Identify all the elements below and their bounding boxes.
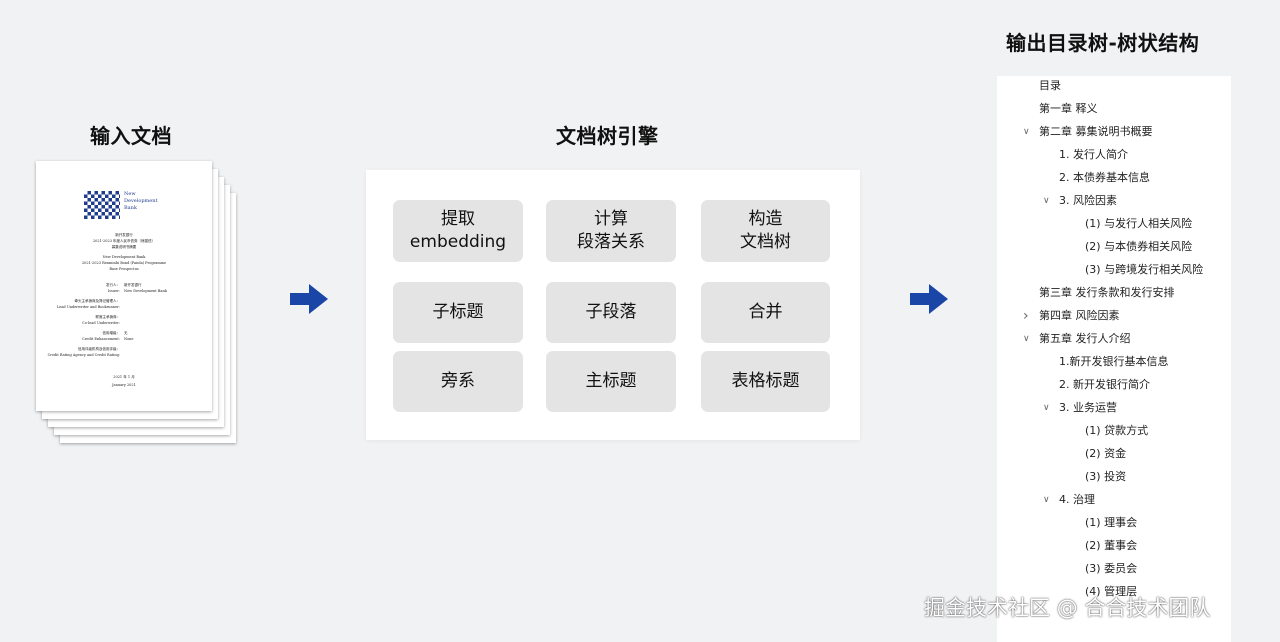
tree-item-label: 第三章 发行条款和发行安排: [1039, 286, 1175, 299]
document-text-line: Lead Underwriter and Bookrunner:: [56, 305, 120, 309]
tree-item[interactable]: 2. 本债券基本信息: [997, 168, 1231, 188]
arrow-right-icon: [290, 284, 328, 314]
document-text-line: January 2021: [112, 383, 136, 387]
tree-item[interactable]: ∨ 3. 业务运营: [997, 398, 1231, 418]
tree-item[interactable]: 2. 新开发银行简介: [997, 375, 1231, 395]
document-text-line: Issuer:: [107, 289, 120, 293]
tree-item[interactable]: ∨ 第五章 发行人介绍: [997, 329, 1231, 349]
step-build-tree: 构造 文档树: [701, 200, 830, 262]
document-text-line: 信用增级：: [102, 331, 121, 335]
step-compute-relation: 计算 段落关系: [546, 200, 676, 262]
step-subheading: 子标题: [393, 282, 523, 343]
tree-item-label: (1) 贷款方式: [1085, 424, 1149, 437]
tree-item-label: 第四章 风险因素: [1039, 309, 1120, 322]
tree-item[interactable]: (1) 与发行人相关风险: [997, 214, 1231, 234]
document-text-line: 募集说明书摘要: [111, 245, 137, 249]
tree-item[interactable]: (2) 与本债券相关风险: [997, 237, 1231, 257]
chevron-down-icon[interactable]: ∨: [1043, 196, 1050, 206]
tree-item-label: (3) 投资: [1085, 470, 1127, 483]
document-text-line: 牵头主承销商及簿记管理人：: [74, 299, 121, 303]
chevron-down-icon[interactable]: ∨: [1043, 495, 1050, 505]
tree-item-label: 4. 治理: [1059, 493, 1095, 506]
tree-item-label: 第二章 募集说明书概要: [1039, 125, 1153, 138]
bank-logo-icon: [84, 191, 120, 219]
tree-item-label: 3. 风险因素: [1059, 194, 1117, 207]
tree-item-label: (2) 资金: [1085, 447, 1127, 460]
document-text-line: New Development Bank: [124, 289, 167, 293]
step-main-heading: 主标题: [546, 351, 676, 412]
tree-item[interactable]: (3) 投资: [997, 467, 1231, 487]
document-text-line: 发行人：: [106, 283, 120, 287]
chevron-down-icon[interactable]: ∨: [1043, 403, 1050, 413]
step-extract-embedding: 提取 embedding: [393, 200, 523, 262]
tree-item[interactable]: (1) 理事会: [997, 513, 1231, 533]
output-tree-heading: 输出目录树-树状结构: [1006, 31, 1200, 55]
tree-item[interactable]: 目录: [997, 76, 1231, 96]
bank-logo-text: New Development Bank: [124, 191, 158, 211]
input-document-heading: 输入文档: [90, 124, 172, 148]
tree-item[interactable]: ∨ 4. 治理: [997, 490, 1231, 510]
tree-item[interactable]: 1.新开发银行基本信息: [997, 352, 1231, 372]
tree-item-label: (3) 与跨境发行相关风险: [1085, 263, 1204, 276]
document-text-line: New Development Bank: [102, 255, 146, 259]
document-text-line: 2021-2023 Renminbi Bond (Panda) Programm…: [81, 261, 167, 265]
tree-item[interactable]: (2) 资金: [997, 444, 1231, 464]
chevron-down-icon[interactable]: ∨: [1023, 334, 1030, 344]
tree-item[interactable]: (1) 贷款方式: [997, 421, 1231, 441]
step-merge: 合并: [701, 282, 830, 343]
tree-item-label: 3. 业务运营: [1059, 401, 1117, 414]
step-subparagraph: 子段落: [546, 282, 676, 343]
document-text-line: Credit Enhancement:: [82, 337, 120, 341]
document-tree-engine-heading: 文档树引擎: [556, 124, 659, 148]
tree-item-label: 2. 新开发银行简介: [1059, 378, 1150, 391]
step-collateral: 旁系: [393, 351, 523, 412]
tree-item-label: (3) 委员会: [1085, 562, 1138, 575]
tree-item[interactable]: ∨ 3. 风险因素: [997, 191, 1231, 211]
tree-item[interactable]: (3) 委员会: [997, 559, 1231, 579]
tree-item[interactable]: ∨ 第二章 募集说明书概要: [997, 122, 1231, 142]
chevron-right-icon[interactable]: ›: [1023, 308, 1029, 324]
document-text-line: Co-lead Underwriter:: [82, 321, 120, 325]
tree-item-label: (2) 与本债券相关风险: [1085, 240, 1193, 253]
document-text-line: 2021 年 1 月: [113, 375, 135, 379]
document-text-line: 联席主承销商：: [95, 315, 121, 319]
document-text-line: 信用评级机构及信用评级：: [78, 347, 120, 351]
tree-item[interactable]: › 第四章 风险因素: [997, 306, 1231, 326]
step-table-title: 表格标题: [701, 351, 830, 412]
document-text-line: 2021-2023 年度人民币债券（熊猫债）: [92, 239, 156, 243]
tree-item[interactable]: 第一章 释义: [997, 99, 1231, 119]
tree-item[interactable]: (3) 与跨境发行相关风险: [997, 260, 1231, 280]
arrow-right-icon: [910, 284, 948, 314]
tree-item-label: 1. 发行人简介: [1059, 148, 1128, 161]
tree-item-label: 第一章 释义: [1039, 102, 1098, 115]
tree-item[interactable]: (2) 董事会: [997, 536, 1231, 556]
tree-item-label: (1) 与发行人相关风险: [1085, 217, 1193, 230]
tree-item[interactable]: 1. 发行人简介: [997, 145, 1231, 165]
tree-item-label: (4) 管理层: [1085, 585, 1138, 598]
tree-item-label: (2) 董事会: [1085, 539, 1138, 552]
tree-item-label: (1) 理事会: [1085, 516, 1138, 529]
chevron-down-icon[interactable]: ∨: [1023, 127, 1030, 137]
toc-tree-panel: 目录第一章 释义 ∨ 第二章 募集说明书概要 1. 发行人简介 2. 本债券基本信息 ∨ 3…: [997, 76, 1231, 642]
document-page: New Development Bank 新开发银行 2021-2023 年度人民…: [36, 161, 212, 411]
document-text-line: 新开发银行: [115, 233, 133, 237]
tree-item-label: 目录: [1039, 79, 1061, 92]
document-text-line: None: [124, 337, 134, 341]
tree-item[interactable]: (4) 管理层: [997, 582, 1231, 602]
tree-item[interactable]: 第三章 发行条款和发行安排: [997, 283, 1231, 303]
document-text-line: Credit Rating Agency and Credit Rating:: [47, 353, 120, 357]
watermark: 掘金技术社区 @ 合合技术团队: [924, 596, 1211, 620]
document-text-line: 无: [124, 331, 128, 335]
engine-panel: 提取 embedding 计算 段落关系构造 文档树子标题子段落合并旁系主标题表格…: [366, 170, 860, 440]
document-text-line: 新开发银行: [124, 283, 142, 287]
tree-item-label: 第五章 发行人介绍: [1039, 332, 1131, 345]
tree-item-label: 1.新开发银行基本信息: [1059, 355, 1169, 368]
tree-item-label: 2. 本债券基本信息: [1059, 171, 1150, 184]
document-text-line: Base Prospectus: [109, 267, 139, 271]
